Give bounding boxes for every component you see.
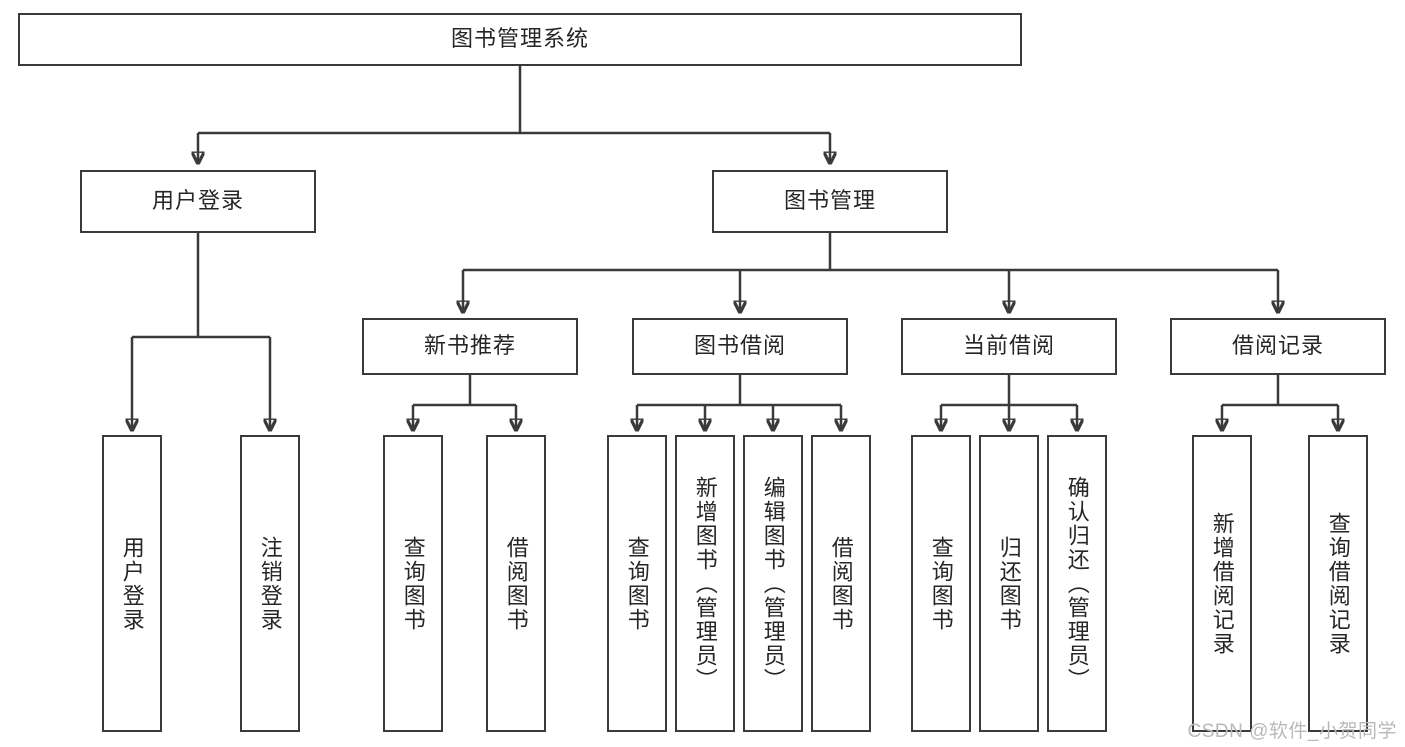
node-book-management[interactable]: 图书管理 xyxy=(712,170,948,233)
node-label: 新书推荐 xyxy=(423,333,516,359)
node-label: 查询图书 xyxy=(624,535,650,632)
leaf-borrow-record-add-record[interactable]: 新增借阅记录 xyxy=(1192,435,1252,732)
node-label: 查询借阅记录 xyxy=(1325,511,1351,656)
node-label: 查询图书 xyxy=(400,535,426,632)
leaf-new-book-query-book[interactable]: 查询图书 xyxy=(383,435,443,732)
leaf-user-login-login[interactable]: 用户登录 xyxy=(102,435,162,732)
node-label: 注销登录 xyxy=(257,535,283,632)
leaf-book-borrow-edit-book-admin[interactable]: 编辑图书（管理员） xyxy=(743,435,803,732)
node-label: 新增图书（管理员） xyxy=(692,475,718,692)
node-new-book-recommend[interactable]: 新书推荐 xyxy=(362,318,578,375)
node-label: 新增借阅记录 xyxy=(1209,511,1235,656)
node-label: 图书借阅 xyxy=(693,333,786,359)
node-label: 图书管理系统 xyxy=(450,26,589,52)
node-label: 查询图书 xyxy=(928,535,954,632)
node-label: 用户登录 xyxy=(151,188,244,214)
leaf-book-borrow-borrow-book[interactable]: 借阅图书 xyxy=(811,435,871,732)
node-label: 借阅图书 xyxy=(828,535,854,632)
leaf-current-borrow-return-book[interactable]: 归还图书 xyxy=(979,435,1039,732)
node-label: 借阅图书 xyxy=(503,535,529,632)
leaf-user-login-logout[interactable]: 注销登录 xyxy=(240,435,300,732)
node-label: 借阅记录 xyxy=(1231,333,1324,359)
leaf-book-borrow-query-book[interactable]: 查询图书 xyxy=(607,435,667,732)
node-label: 当前借阅 xyxy=(962,333,1055,359)
node-book-borrow[interactable]: 图书借阅 xyxy=(632,318,848,375)
node-label: 确认归还（管理员） xyxy=(1064,475,1090,692)
node-label: 编辑图书（管理员） xyxy=(760,475,786,692)
leaf-book-borrow-add-book-admin[interactable]: 新增图书（管理员） xyxy=(675,435,735,732)
node-label: 图书管理 xyxy=(783,188,876,214)
leaf-current-borrow-confirm-return-admin[interactable]: 确认归还（管理员） xyxy=(1047,435,1107,732)
node-borrow-record[interactable]: 借阅记录 xyxy=(1170,318,1386,375)
node-user-login[interactable]: 用户登录 xyxy=(80,170,316,233)
leaf-current-borrow-query-book[interactable]: 查询图书 xyxy=(911,435,971,732)
node-label: 归还图书 xyxy=(996,535,1022,632)
node-label: 用户登录 xyxy=(119,535,145,632)
leaf-new-book-borrow-book[interactable]: 借阅图书 xyxy=(486,435,546,732)
csdn-watermark: CSDN @软件_小贺同学 xyxy=(1187,721,1397,742)
node-current-borrow[interactable]: 当前借阅 xyxy=(901,318,1117,375)
leaf-borrow-record-query-record[interactable]: 查询借阅记录 xyxy=(1308,435,1368,732)
node-root-book-management-system[interactable]: 图书管理系统 xyxy=(18,13,1022,66)
